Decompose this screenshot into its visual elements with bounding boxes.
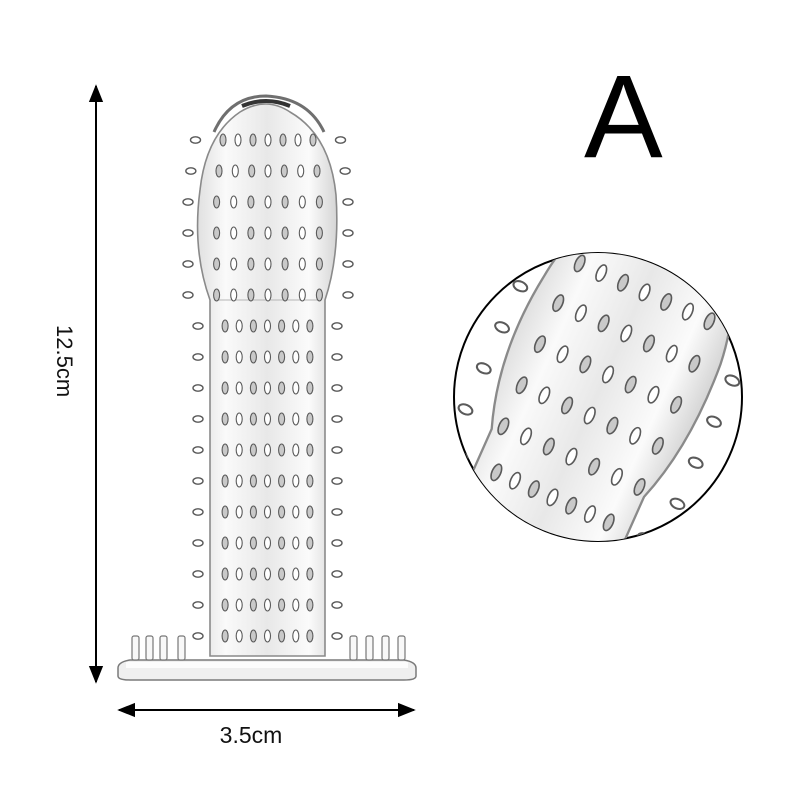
body-nubs — [182, 133, 354, 643]
flange-spikes — [131, 635, 406, 661]
variant-label: A — [584, 51, 663, 183]
detail-zoom-circle — [453, 252, 743, 542]
sleeve-body — [182, 94, 354, 657]
base-flange — [117, 635, 417, 681]
width-dimension-label: 3.5cm — [219, 722, 283, 748]
height-dimension-label: 12.5cm — [52, 325, 77, 398]
